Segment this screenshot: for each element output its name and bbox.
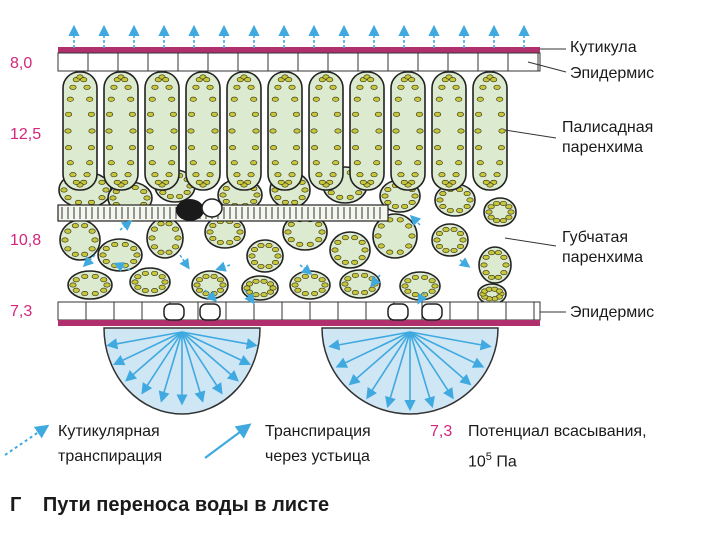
label-spongy-2: паренхима: [562, 249, 644, 266]
caption-letter: Г: [10, 494, 22, 516]
spongy-cell: [339, 269, 381, 299]
potential-lower-epidermis: 7,3: [10, 303, 33, 320]
palisade-cell: [431, 71, 467, 191]
lower-epidermis: [57, 301, 541, 326]
label-epidermis-top: Эпидермис: [570, 65, 655, 82]
palisade-cell: [390, 71, 426, 191]
palisade-cell: [103, 71, 139, 191]
spongy-cell: [431, 223, 469, 257]
legend-cuticular-1: Кутикулярная: [58, 423, 160, 440]
potential-palisade: 12,5: [10, 126, 42, 143]
spongy-cell: [241, 275, 279, 301]
legend-potential-base: 10: [468, 453, 486, 471]
spongy-cell: [67, 270, 113, 300]
intercellular-water-arrows: [82, 214, 471, 305]
legend-arrows: [4, 423, 252, 459]
legend-dashed-arrow: [4, 424, 50, 456]
spongy-cell: [372, 213, 418, 259]
palisade-cell: [226, 71, 262, 191]
legend-potential-exp: 5: [485, 451, 492, 463]
cuticular-transpiration-arrows: [68, 24, 530, 48]
label-palisade-1: Палисадная: [562, 119, 654, 136]
spongy-cell: [59, 219, 101, 261]
vascular-bundle: [57, 198, 389, 222]
spongy-cell: [329, 231, 371, 269]
palisade-parenchyma: [62, 71, 508, 191]
upper-epidermis: [57, 47, 541, 72]
caption-title: Пути переноса воды в листе: [42, 494, 330, 516]
label-leader-lines: [504, 48, 567, 313]
potential-upper-epidermis: 8,0: [10, 55, 33, 72]
label-spongy-1: Губчатая: [562, 229, 628, 246]
palisade-cell: [144, 71, 180, 191]
spongy-cell: [399, 271, 441, 301]
spongy-cell: [204, 215, 246, 249]
guard-cells: [163, 303, 443, 321]
stomatal-transpiration-arrows: [106, 331, 492, 412]
label-cuticle: Кутикула: [570, 39, 637, 56]
legend-cuticular-2: транспирация: [58, 448, 163, 465]
spongy-cell: [477, 283, 507, 305]
legend-potential-1: Потенциал всасывания,: [468, 423, 647, 440]
spongy-cell: [483, 197, 517, 227]
legend-potential-2: 105 Па: [468, 447, 517, 472]
palisade-cell: [267, 71, 303, 191]
legend-solid-arrow: [204, 423, 252, 459]
spongy-cell: [129, 267, 171, 297]
palisade-cell: [472, 71, 508, 191]
label-palisade-2: паренхима: [562, 139, 644, 156]
legend-potential-value: 7,3: [430, 423, 453, 440]
spongy-cell: [478, 246, 512, 284]
palisade-cell: [349, 71, 385, 191]
spongy-cell: [146, 217, 184, 259]
spongy-cell: [246, 239, 284, 273]
palisade-cell: [62, 71, 98, 191]
legend-stomatal-2: через устьица: [265, 448, 370, 465]
figure-caption: Г Пути переноса воды в листе: [10, 494, 329, 517]
palisade-cell: [308, 71, 344, 191]
spongy-cell: [289, 270, 331, 300]
legend-stomatal-1: Транспирация: [265, 423, 371, 440]
palisade-cell: [185, 71, 221, 191]
label-epidermis-bottom: Эпидермис: [570, 304, 655, 321]
potential-spongy: 10,8: [10, 232, 42, 249]
legend-potential-unit: Па: [496, 453, 517, 471]
